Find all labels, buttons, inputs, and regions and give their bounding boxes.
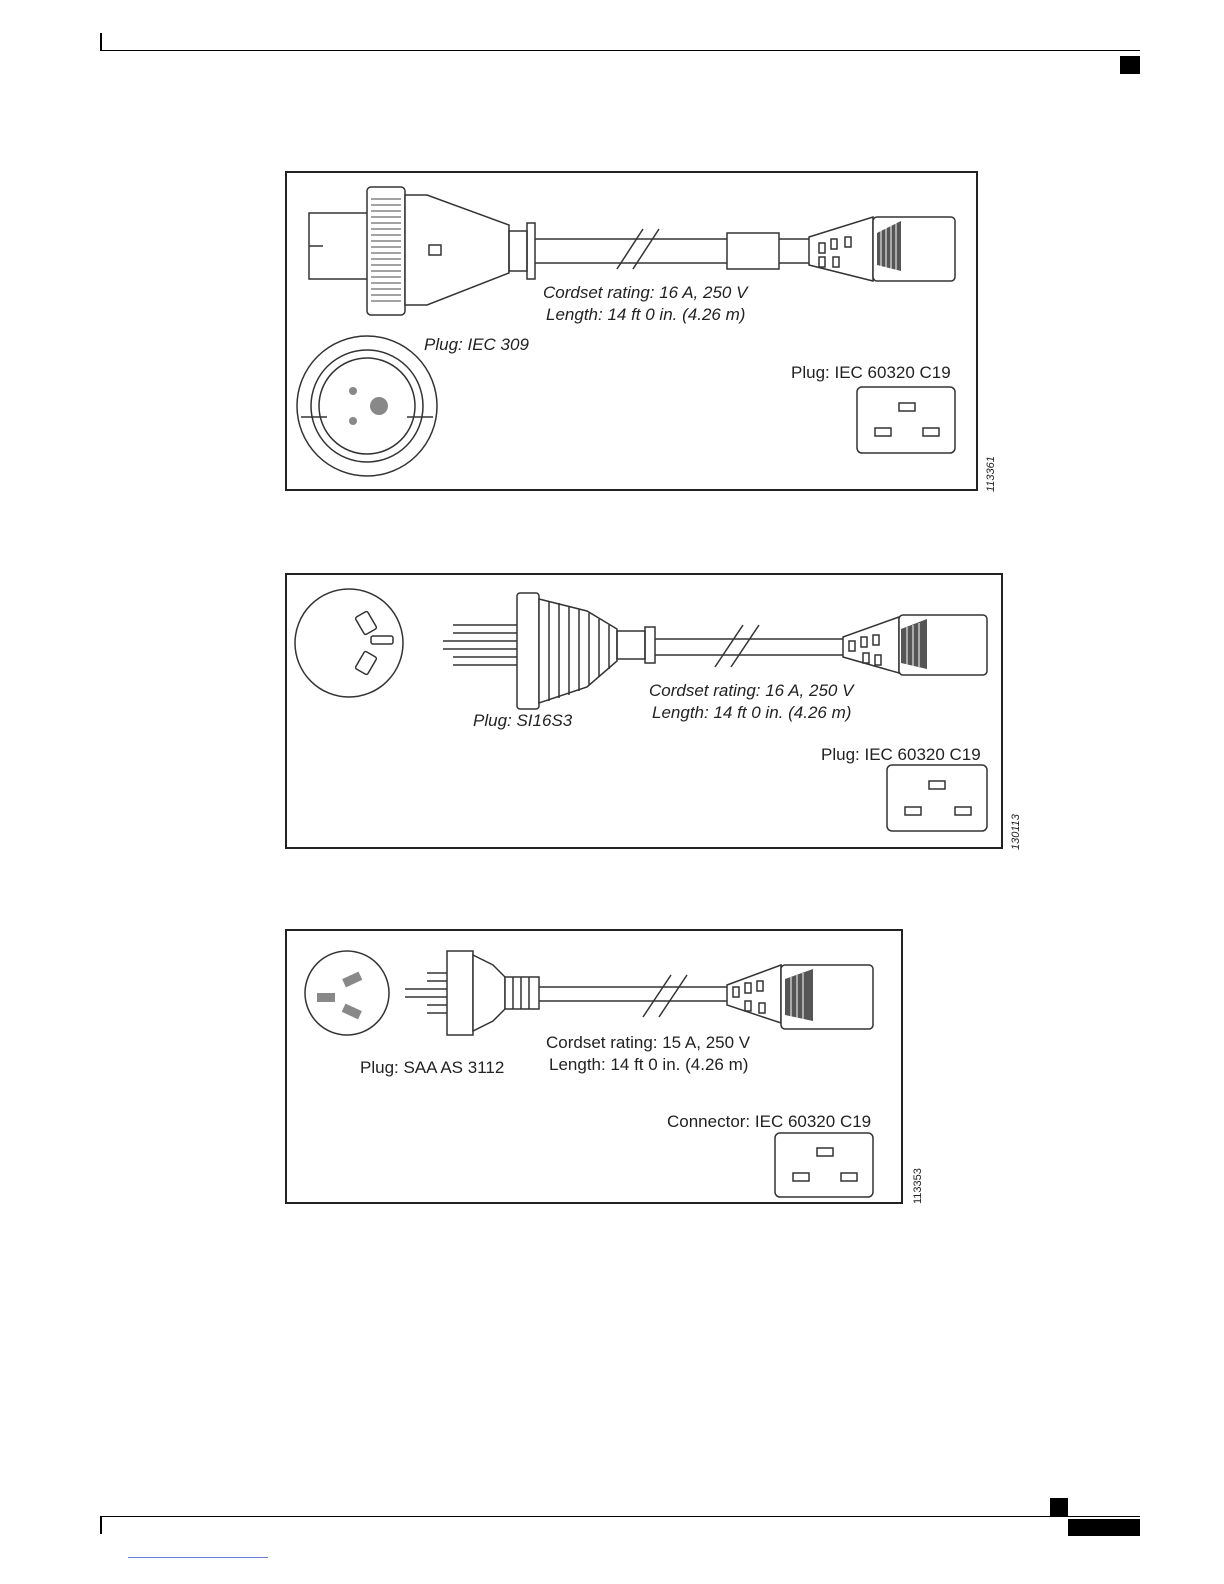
length-label: Length: 14 ft 0 in. (4.26 m) (652, 703, 852, 722)
footer-link-underline[interactable] (128, 1557, 268, 1558)
cordset-rating-label: Cordset rating: 15 A, 250 V (546, 1033, 751, 1052)
plug-label: Plug: SI16S3 (473, 711, 573, 730)
figure-saa-as-3112-cord: Cordset rating: 15 A, 250 V Length: 14 f… (285, 929, 903, 1204)
header-rule (100, 50, 1140, 51)
footer-page-tab (1068, 1519, 1140, 1536)
figure-id: 130113 (1010, 814, 1022, 850)
cordset-rating-label: Cordset rating: 16 A, 250 V (543, 283, 748, 302)
iec-309-cord-drawing (296, 186, 956, 477)
length-label: Length: 14 ft 0 in. (4.26 m) (549, 1055, 749, 1074)
figure-id: 113361 (985, 456, 997, 492)
footer-tick (100, 1516, 102, 1534)
plug-label: Plug: SAA AS 3112 (360, 1058, 505, 1077)
cordset-rating-label: Cordset rating: 16 A, 250 V (649, 681, 854, 700)
header-tick (100, 33, 102, 51)
figure-si16s3-cord: Cordset rating: 16 A, 250 V Length: 14 f… (285, 573, 1003, 849)
header-marker (1120, 56, 1140, 74)
connector-label: Plug: IEC 60320 C19 (791, 363, 951, 382)
connector-label: Plug: IEC 60320 C19 (821, 745, 981, 764)
length-label: Length: 14 ft 0 in. (4.26 m) (546, 305, 746, 324)
figure-iec-309-cord: Cordset rating: 16 A, 250 V Length: 14 f… (285, 171, 978, 491)
si16s3-cord-drawing (294, 588, 988, 832)
plug-label: Plug: IEC 309 (424, 335, 529, 354)
saa-as-3112-cord-drawing (304, 950, 874, 1198)
footer-rule (100, 1516, 1140, 1517)
connector-label: Connector: IEC 60320 C19 (667, 1112, 872, 1131)
figure-id: 113353 (912, 1168, 924, 1204)
footer-marker (1050, 1498, 1068, 1516)
